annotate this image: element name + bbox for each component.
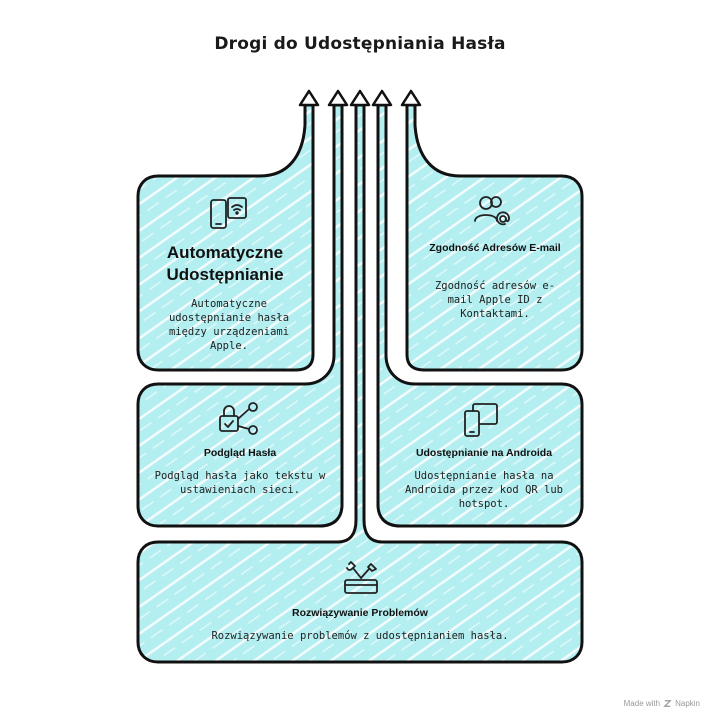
- card-auto-title: Automatyczne Udostępnianie: [166, 243, 284, 284]
- napkin-logo-icon: [663, 700, 672, 707]
- footer-credit: Made with Napkin: [624, 699, 700, 708]
- card-preview-title: Podgląd Hasła: [203, 447, 277, 459]
- card-auto-desc: Automatyczne udostępnianie hasła między …: [168, 298, 290, 352]
- card-email-shape: [405, 103, 584, 372]
- devices-icon: [464, 403, 498, 437]
- toolbox-icon: [344, 561, 378, 594]
- lock-share-icon: [219, 402, 258, 435]
- card-android-shape: [376, 103, 584, 528]
- card-android-title: Udostępnianie na Androida: [415, 447, 553, 459]
- phone-wifi-icon: [210, 197, 247, 229]
- footer-brand: Napkin: [675, 699, 700, 708]
- diagram-title: Drogi do Udostępniania Hasła: [214, 34, 506, 54]
- footer-made-with: Made with: [623, 699, 661, 708]
- card-preview-shape: [136, 103, 344, 528]
- arrow-head-1: [298, 89, 320, 107]
- card-trouble-desc: Rozwiązywanie problemów z udostępnianiem…: [211, 630, 509, 642]
- card-email-title: Zgodność Adresów E-mail: [429, 242, 561, 254]
- user-at-icon: [474, 196, 510, 226]
- card-email-desc: Zgodność adresów e-mail Apple ID z Konta…: [434, 280, 556, 320]
- card-auto-shape: [136, 103, 315, 372]
- arrow-head-5: [400, 89, 422, 107]
- arrow-head-3: [349, 89, 371, 107]
- arrow-head-2: [327, 89, 349, 107]
- card-android-desc: Udostępnianie hasła na Androida przez ko…: [404, 470, 564, 510]
- card-trouble-title: Rozwiązywanie Problemów: [292, 607, 428, 619]
- card-trouble-shape: [136, 103, 584, 664]
- card-preview-desc: Podgląd hasła jako tekstu w ustawieniach…: [154, 470, 326, 496]
- arrow-head-4: [371, 89, 393, 107]
